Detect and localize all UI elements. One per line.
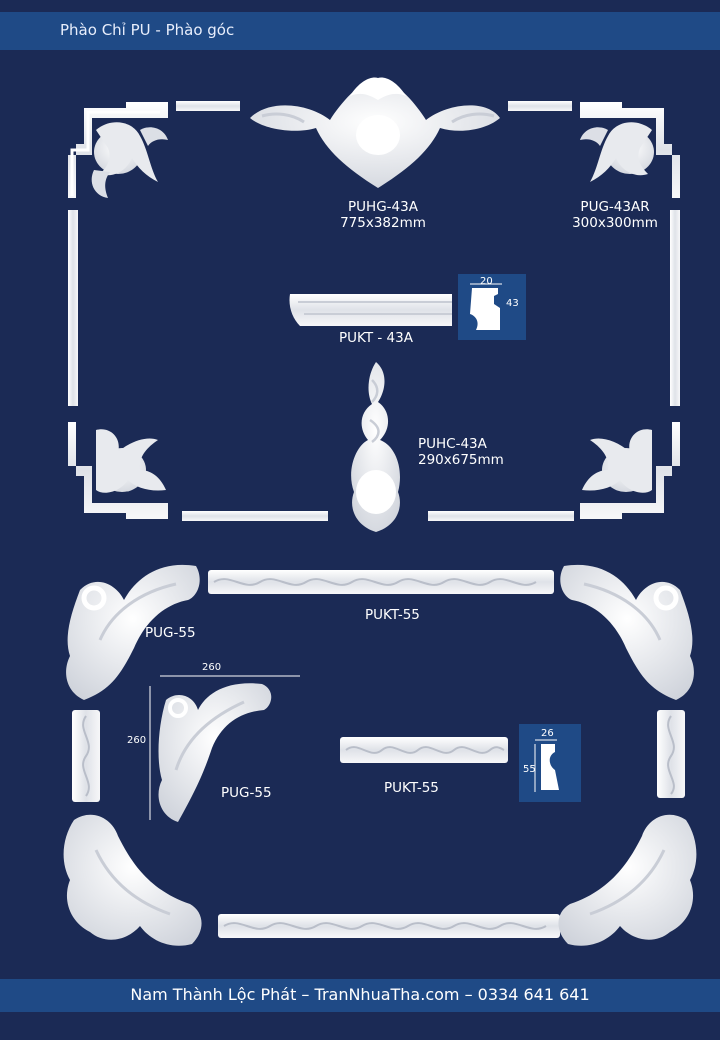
top-right-corner-ornament — [580, 102, 680, 198]
top-frame-moldings — [68, 101, 680, 521]
top-bottom-left-corner-ornament — [68, 422, 168, 519]
pukt-55-profile-box: 26 55 — [519, 724, 581, 802]
bottom-frame-top-right-corner — [560, 564, 694, 700]
top-bottom-right-corner-ornament — [580, 422, 680, 519]
pukt-55-height: 55 — [523, 764, 536, 775]
bottom-frame-moldings — [72, 570, 685, 938]
puhg-43a-code: PUHG-43A — [348, 199, 418, 215]
bottom-frame-top-left-corner — [66, 564, 200, 700]
puhg-43a-label: PUHG-43A 775x382mm — [318, 199, 448, 231]
pug-55-detail-height: 260 — [127, 735, 147, 746]
bottom-frame-bottom-right-corner — [558, 814, 697, 946]
pukt-55-profile-icon — [534, 739, 559, 792]
pug-55-detail-piece — [149, 675, 300, 822]
pukt-55-frame-label: PUKT-55 — [365, 607, 420, 623]
pug-43ar-label: PUG-43AR 300x300mm — [550, 199, 680, 231]
pukt-43a-label: PUKT - 43A — [339, 330, 413, 346]
pug-55-detail-label: PUG-55 — [221, 785, 272, 801]
bottom-center-ornament — [351, 362, 400, 532]
pukt-55-detail-molding — [340, 737, 508, 763]
pukt-43a-profile-icon — [470, 283, 502, 330]
bottom-frame-bottom-left-corner — [63, 814, 202, 946]
puhc-43a-code: PUHC-43A — [418, 436, 487, 452]
pug-43ar-size: 300x300mm — [572, 215, 658, 231]
footer-contact: Nam Thành Lộc Phát – TranNhuaTha.com – 0… — [130, 985, 590, 1004]
puhc-43a-label: PUHC-43A 290x675mm — [418, 436, 504, 468]
pug-43ar-code: PUG-43AR — [580, 199, 650, 215]
pukt-43a-profile-box: 20 43 — [458, 274, 526, 340]
pukt-55-detail-label: PUKT-55 — [384, 780, 439, 796]
pukt-55-width: 26 — [541, 728, 554, 739]
pug-55-detail-width: 260 — [202, 662, 222, 673]
pug-55-frame-label: PUG-55 — [145, 625, 196, 641]
header-band: Phào Chỉ PU - Phào góc — [0, 12, 720, 50]
pukt-43a-height: 43 — [506, 298, 519, 309]
puhg-43a-size: 775x382mm — [340, 215, 426, 231]
puhc-43a-size: 290x675mm — [418, 452, 504, 468]
pukt-43a-molding-sample — [289, 294, 452, 326]
top-center-ornament — [250, 77, 500, 188]
top-left-corner-ornament — [68, 102, 168, 198]
footer-band: Nam Thành Lộc Phát – TranNhuaTha.com – 0… — [0, 979, 720, 1012]
pukt-43a-width: 20 — [480, 276, 493, 287]
page-title: Phào Chỉ PU - Phào góc — [60, 21, 235, 39]
